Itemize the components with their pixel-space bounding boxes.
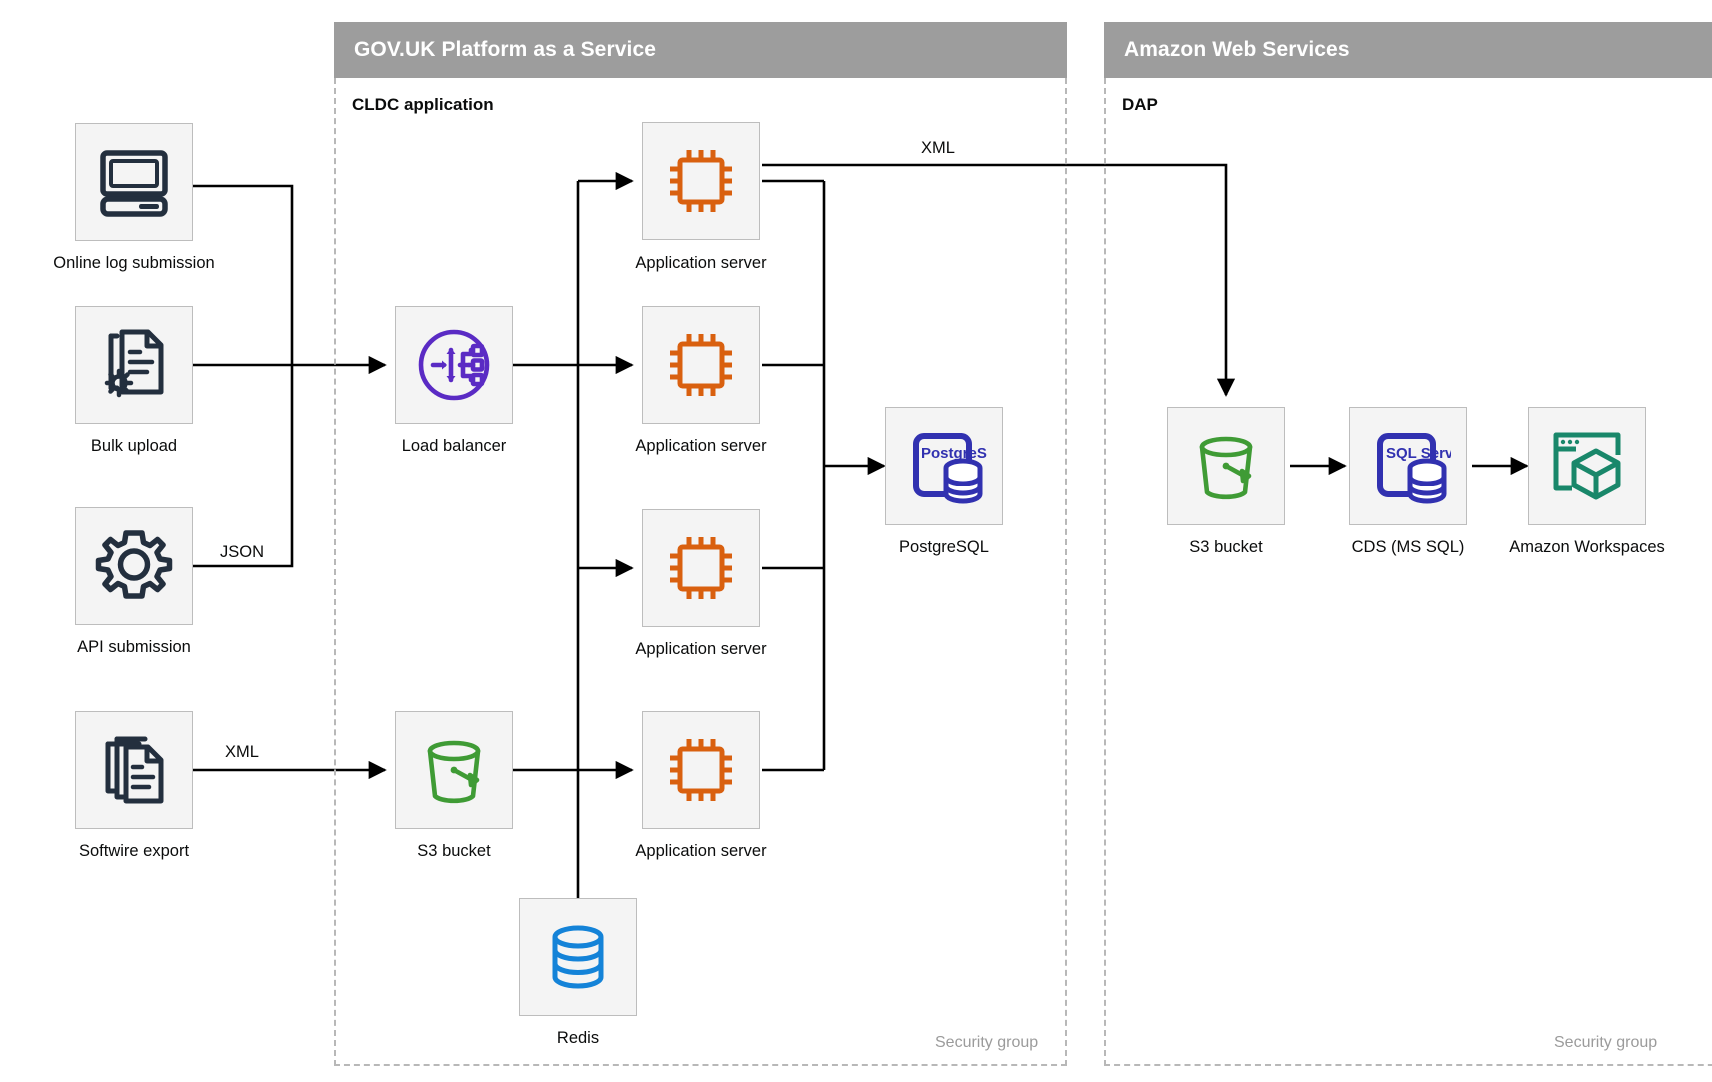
node-app-server-4[interactable]	[642, 711, 760, 829]
edge-label-xml-app1: XML	[916, 139, 960, 158]
node-label-softwire-export: Softwire export	[78, 842, 190, 860]
document-gear-icon	[95, 326, 173, 404]
postgresql-icon-text: PostgreSQL	[921, 445, 987, 462]
node-label-postgresql: PostgreSQL	[899, 538, 989, 556]
node-label-s3-bucket-paas: S3 bucket	[417, 842, 491, 860]
node-label-online-log-submission: Online log submission	[53, 254, 215, 272]
node-app-server-1[interactable]	[642, 122, 760, 240]
node-cds-ms-sql[interactable]: SQL Server	[1349, 407, 1467, 525]
node-label-bulk-upload: Bulk upload	[90, 437, 178, 455]
cpu-chip-icon	[663, 327, 739, 403]
node-label-app-server-1: Application server	[635, 254, 767, 272]
node-label-app-server-2: Application server	[635, 437, 767, 455]
group-sublabel-dap: DAP	[1122, 95, 1158, 114]
group-title-paas: GOV.UK Platform as a Service	[354, 38, 656, 61]
node-label-amazon-workspaces: Amazon Workspaces	[1509, 538, 1665, 556]
node-app-server-3[interactable]	[642, 509, 760, 627]
security-group-label-paas: Security group	[935, 1034, 1039, 1051]
cpu-chip-icon	[663, 530, 739, 606]
cpu-chip-icon	[663, 143, 739, 219]
security-group-label-aws: Security group	[1554, 1034, 1658, 1051]
node-label-cds-ms-sql: CDS (MS SQL)	[1351, 538, 1465, 556]
node-load-balancer[interactable]	[395, 306, 513, 424]
group-title-aws: Amazon Web Services	[1124, 38, 1350, 61]
group-title-bar-aws: Amazon Web Services	[1104, 22, 1712, 78]
security-group-box-paas	[334, 78, 1067, 1066]
node-postgresql[interactable]: PostgreSQL	[885, 407, 1003, 525]
node-api-submission[interactable]	[75, 507, 193, 625]
load-balancer-icon	[413, 324, 495, 406]
redis-database-icon	[540, 919, 616, 995]
node-label-redis: Redis	[556, 1029, 600, 1047]
node-label-load-balancer: Load balancer	[401, 437, 507, 455]
workspaces-cube-icon	[1546, 425, 1628, 507]
s3-bucket-icon	[414, 730, 494, 810]
security-group-box-aws	[1104, 78, 1712, 1066]
node-label-app-server-3: Application server	[635, 640, 767, 658]
edge-label-xml-softwire: XML	[220, 743, 264, 762]
node-label-s3-bucket-aws: S3 bucket	[1189, 538, 1263, 556]
s3-bucket-icon	[1186, 426, 1266, 506]
node-bulk-upload[interactable]	[75, 306, 193, 424]
cpu-chip-icon	[663, 732, 739, 808]
gear-icon	[95, 527, 173, 605]
sql-server-icon-text: SQL Server	[1386, 445, 1451, 462]
node-softwire-export[interactable]	[75, 711, 193, 829]
documents-stack-icon	[95, 731, 173, 809]
node-s3-bucket-paas[interactable]	[395, 711, 513, 829]
node-app-server-2[interactable]	[642, 306, 760, 424]
group-sublabel-cldc: CLDC application	[352, 95, 494, 114]
postgresql-icon: PostgreSQL	[901, 423, 987, 509]
node-redis[interactable]	[519, 898, 637, 1016]
sql-server-icon: SQL Server	[1365, 423, 1451, 509]
node-s3-bucket-aws[interactable]	[1167, 407, 1285, 525]
node-label-api-submission: API submission	[77, 638, 191, 656]
edge-label-json: JSON	[214, 543, 270, 562]
desktop-computer-icon	[95, 143, 173, 221]
group-header-paas: GOV.UK Platform as a Service	[334, 22, 1067, 78]
wire-api-to-bus	[193, 365, 294, 568]
node-amazon-workspaces[interactable]	[1528, 407, 1646, 525]
wire-online-log-to-bus	[193, 184, 294, 365]
node-online-log-submission[interactable]	[75, 123, 193, 241]
node-label-app-server-4: Application server	[635, 842, 767, 860]
